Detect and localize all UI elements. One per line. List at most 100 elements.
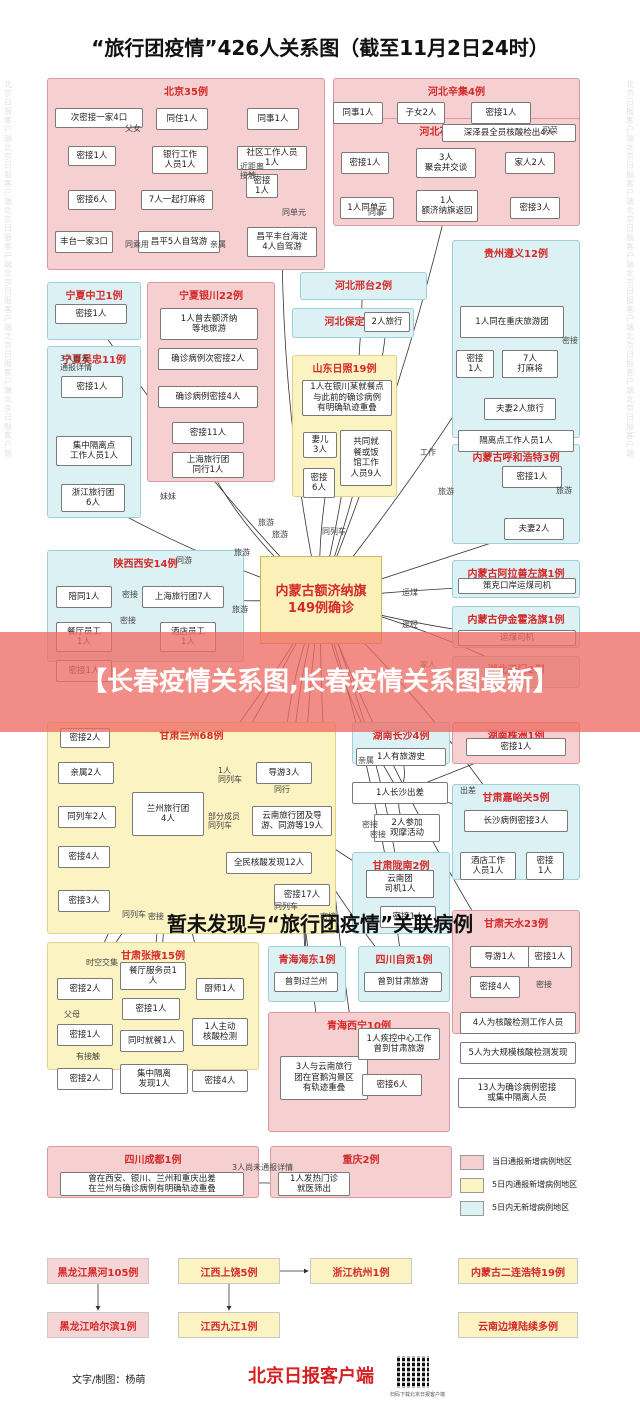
- case-node-bj12: 昌平丰台海淀 4人自驾游: [247, 227, 317, 257]
- region-title: 宁夏银川22例: [179, 291, 243, 302]
- case-node-cd1: 曾在西安、银川、兰州和重庆出差 在兰州与确诊病例有明确轨迹重叠: [60, 1172, 244, 1196]
- region-title: 湖南长沙4例: [372, 731, 430, 742]
- case-node-bj6: 社区工作人员 1人: [237, 146, 307, 170]
- case-node-zyz6: 同时就餐1人: [120, 1030, 184, 1052]
- region-title: 陕西西安14例: [113, 559, 178, 570]
- case-node-ts6: 13人为确诊病例密接 或集中隔离人员: [458, 1078, 576, 1108]
- case-node-sj6: 1人 额济纳旗返回: [416, 190, 478, 222]
- case-node-zg1: 曾到甘肃旅游: [364, 972, 442, 992]
- unrelated-case-box: 江西上饶5例: [178, 1258, 280, 1284]
- case-node-hx2: 子女2人: [397, 102, 445, 124]
- region-title: 内蒙古呼和浩特3例: [472, 453, 560, 464]
- edge-label: 途经: [402, 620, 418, 629]
- region-title: 甘肃兰州68例: [159, 731, 224, 742]
- case-node-bj3: 同事1人: [247, 108, 299, 130]
- case-node-zy1: 1人同在重庆旅游团: [460, 306, 564, 338]
- edge-label: 旅游: [272, 530, 288, 539]
- case-node-xa1: 陪同1人: [56, 586, 112, 608]
- case-node-xn3: 密接6人: [362, 1074, 422, 1096]
- region-title: 贵州遵义12例: [484, 249, 548, 260]
- edge-label: 3人尚未通报详情: [232, 1163, 294, 1172]
- region-title: 青海海东1例: [278, 955, 336, 966]
- case-node-jy2: 酒店工作 人员1人: [460, 852, 516, 880]
- edge-label: 旅游: [556, 486, 572, 495]
- region-title: 内蒙古伊金霍洛旗1例: [467, 615, 565, 626]
- region-title: 四川成都1例: [124, 1155, 182, 1166]
- banner-text: 【长春疫情关系图,长春疫情关系图最新】: [81, 667, 559, 697]
- page-title: “旅行团疫情”426人关系图（截至11月2日24时）: [91, 36, 549, 60]
- edge-label: 妹妹: [160, 492, 176, 501]
- edge-label: 1人 同列车: [218, 766, 242, 784]
- case-node-sj7: 密接3人: [510, 197, 560, 219]
- legend-label: 5日内通报新增病例地区: [492, 1180, 578, 1189]
- region-title: 河北邢台2例: [335, 281, 392, 292]
- case-node-hx1: 同事1人: [333, 102, 383, 124]
- region-title: 山东日照19例: [312, 364, 377, 375]
- case-node-lz7: 密接4人: [58, 846, 110, 868]
- case-node-xn2: 1人疾控中心工作 曾到甘肃旅游: [358, 1028, 440, 1060]
- case-node-zw1: 密接1人: [55, 304, 127, 324]
- edge-label: 同列车: [122, 910, 146, 919]
- case-node-sj5: 1人同单元: [340, 197, 394, 219]
- case-node-xa2: 上海旅行团7人: [142, 586, 224, 608]
- unrelated-section-title: 暂未发现与“旅行团疫情”关联病例: [166, 912, 474, 936]
- edge-label: 密接: [120, 616, 136, 625]
- watermark-left: 北京日报客户端北京日报客户端北京日报客户端北京日报客户端北京日报客户端北京日报客…: [4, 80, 12, 458]
- edge-label: 同单元: [282, 208, 306, 217]
- case-node-ts5: 5人为大规模核酸检测发现: [460, 1042, 576, 1064]
- region-title: 甘肃陇南2例: [372, 861, 430, 872]
- case-node-zyz8: 密接2人: [57, 1068, 113, 1090]
- region-title: 甘肃张掖15例: [121, 951, 185, 962]
- edge-label: 亲属: [210, 240, 226, 249]
- case-node-yc2: 确诊病例次密接2人: [158, 348, 258, 370]
- region-title: 内蒙古阿拉善左旗1例: [467, 569, 565, 580]
- case-node-ln1: 云南团 司机1人: [366, 870, 434, 898]
- case-node-bj5: 银行工作 人员1人: [152, 146, 208, 174]
- case-node-bj7: 密接6人: [68, 190, 116, 210]
- case-node-ts3: 密接4人: [470, 976, 520, 998]
- case-node-bj11: 昌平5人自驾游: [138, 231, 220, 253]
- hub-node-ejina: 内蒙古额济纳旗 149例确诊: [260, 556, 382, 644]
- case-node-lz9: 密接17人: [274, 884, 330, 906]
- edge-label: 密接: [536, 980, 552, 989]
- case-node-yc5: 上海旅行团 同行1人: [172, 452, 244, 478]
- edge-label: 部分成员 同列车: [208, 812, 240, 830]
- case-node-yc4: 密接11人: [172, 422, 244, 444]
- case-node-zyz2: 餐厅服务员1 人: [120, 962, 186, 990]
- case-node-ts4: 4人为核酸检测工作人员: [460, 1012, 576, 1034]
- case-node-zy3: 7人 打麻将: [502, 350, 558, 378]
- case-node-sj4: 家人2人: [505, 152, 555, 174]
- edge-label: 旅游: [438, 487, 454, 496]
- unrelated-case-box: 内蒙古二连浩特19例: [458, 1258, 578, 1284]
- case-node-zy5: 隔离点工作人员1人: [458, 430, 574, 452]
- case-node-wz3: 浙江旅行团 6人: [61, 484, 125, 512]
- case-node-hh2: 夫妻2人: [504, 518, 564, 540]
- case-node-rz4: 密接 6人: [303, 468, 335, 498]
- edge-label: 同乘用: [125, 240, 149, 249]
- region-title: 重庆2例: [342, 1155, 380, 1166]
- edge-label: 密接: [370, 830, 386, 839]
- case-node-bj1: 次密接一家4口: [55, 108, 143, 128]
- case-node-cs1: 1人有旅游史: [356, 748, 446, 766]
- case-node-jy1: 长沙病例密接3人: [464, 810, 568, 832]
- unrelated-case-box: 黑龙江黑河105例: [47, 1258, 149, 1284]
- author-credit: 文字/制图：杨萌: [72, 1375, 146, 1386]
- case-node-rz1: 1人在银川某就餐点 与此前的确诊病例 有明确轨迹重叠: [302, 380, 392, 416]
- edge-label: 有接触: [76, 1052, 100, 1061]
- case-node-bj2: 同住1人: [156, 108, 208, 130]
- region-title: 宁夏中卫1例: [65, 291, 123, 302]
- edge-label: 密接: [562, 336, 578, 345]
- region-hbxt: 河北邢台2例: [300, 272, 427, 300]
- case-node-zy2: 密接 1人: [456, 350, 494, 378]
- case-node-hd1: 曾到过兰州: [274, 972, 338, 992]
- case-node-ts1: 导游1人: [470, 946, 530, 968]
- case-node-sj3: 3人 聚会并交谈: [416, 148, 476, 178]
- edge-label: 旅游: [234, 548, 250, 557]
- edge-label: 密接: [320, 912, 336, 921]
- edge-label: 亲属: [358, 756, 374, 765]
- case-node-bd1: 2人旅行: [364, 312, 410, 332]
- edge-label: 近距离 接触: [240, 162, 264, 180]
- watermark-right: 北京日报客户端北京日报客户端北京日报客户端北京日报客户端北京日报客户端北京日报客…: [626, 80, 634, 458]
- case-node-zz1: 密接1人: [466, 738, 566, 756]
- region-title: 北京35例: [164, 87, 208, 98]
